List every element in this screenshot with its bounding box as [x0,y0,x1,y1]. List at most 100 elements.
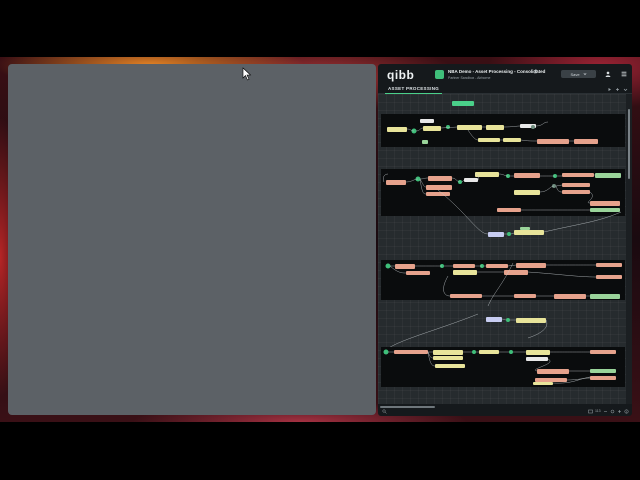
tab-list-icon[interactable] [623,87,628,92]
chevron-down-icon[interactable] [583,72,587,76]
flow-node[interactable] [590,369,616,373]
search-icon[interactable] [382,409,387,414]
switch-node[interactable] [507,232,511,236]
flow-badge-icon [435,70,444,79]
flow-node[interactable] [537,139,569,144]
flow-node[interactable] [450,294,482,298]
flow-node[interactable] [395,264,415,269]
flow-subtitle: Partner Sandbox - Airborne [448,76,491,80]
config-node[interactable] [452,101,474,106]
app-logo[interactable]: qibb [387,68,415,82]
flow-node[interactable] [394,350,428,354]
tab-bar: ASSET PROCESSING [378,84,632,94]
flow-node[interactable] [453,270,477,275]
flow-node[interactable] [453,264,475,268]
flow-node[interactable] [457,125,482,130]
flow-node[interactable] [590,376,616,380]
flow-node[interactable] [464,178,478,182]
flow-node[interactable] [514,294,536,298]
external-link-icon[interactable] [533,69,538,74]
link-node[interactable] [488,232,504,237]
flow-node[interactable] [423,126,441,131]
link-node[interactable] [486,317,502,322]
zoom-level: 113 [595,409,601,413]
flow-diagram[interactable] [378,94,626,404]
hamburger-menu-icon[interactable] [621,71,627,77]
zoom-reset-icon[interactable] [610,409,615,414]
flow-node[interactable] [478,138,500,142]
flow-node[interactable] [433,356,463,360]
flow-node[interactable] [514,190,540,195]
flow-node[interactable] [590,350,616,354]
flow-node[interactable] [516,263,546,268]
flow-wires [385,313,548,351]
save-button-label: Save [570,71,580,77]
flow-node[interactable] [590,294,620,299]
flow-node[interactable] [562,183,590,187]
flow-node[interactable] [497,208,521,212]
flow-node[interactable] [426,185,452,190]
navigator-icon[interactable] [588,409,593,414]
flow-node[interactable] [516,318,546,323]
flow-node[interactable] [422,140,428,144]
flow-node[interactable] [533,382,553,385]
blank-window[interactable] [8,64,376,415]
add-tab-icon[interactable] [615,87,620,92]
flow-node[interactable] [520,227,530,230]
flow-node[interactable] [486,264,508,268]
flow-node[interactable] [426,192,450,196]
flow-node[interactable] [596,263,622,267]
arrow-cursor-icon [242,67,252,81]
user-icon[interactable] [605,71,611,77]
flow-node[interactable] [574,139,598,144]
flow-node[interactable] [387,127,407,132]
flow-node[interactable] [420,119,434,123]
flow-editor-window: qibb NBA Demo - Asset Processing - Conso… [378,64,632,416]
tab-asset-processing[interactable]: ASSET PROCESSING [385,85,443,94]
flow-node[interactable] [475,172,499,177]
flow-node[interactable] [562,173,594,177]
save-button[interactable]: Save [561,70,596,78]
flow-node[interactable] [535,378,567,382]
switch-node[interactable] [446,125,450,129]
flow-node[interactable] [514,230,544,235]
switch-node[interactable] [506,318,510,322]
zoom-out-icon[interactable] [603,409,608,414]
flow-node[interactable] [537,369,569,374]
flow-node[interactable] [486,125,504,130]
horizontal-scroll-thumb[interactable] [380,406,435,408]
flow-node[interactable] [386,180,406,185]
app-header: qibb NBA Demo - Asset Processing - Conso… [378,64,632,84]
flow-node[interactable] [596,275,622,279]
flow-node[interactable] [595,173,621,178]
flow-node[interactable] [406,271,430,275]
flow-node[interactable] [526,350,550,355]
flow-title: NBA Demo - Asset Processing - Consolidat… [448,69,546,74]
flow-wires [437,189,622,235]
play-icon[interactable] [607,87,612,92]
switch-node[interactable] [383,349,389,355]
info-icon[interactable] [624,409,629,414]
flow-canvas[interactable] [378,94,626,404]
flow-node[interactable] [590,201,620,206]
flow-node[interactable] [514,173,540,178]
flow-node[interactable] [479,350,499,354]
flow-node[interactable] [554,294,586,299]
switch-node[interactable] [509,350,513,354]
vertical-scrollbar[interactable] [626,94,632,404]
flow-node[interactable] [435,364,465,368]
flow-node[interactable] [428,176,452,181]
flow-node[interactable] [503,138,521,142]
zoom-in-icon[interactable] [617,409,622,414]
switch-node[interactable] [472,350,476,354]
switch-node[interactable] [531,125,535,129]
flow-node[interactable] [504,270,528,275]
vertical-scroll-thumb[interactable] [628,109,630,179]
switch-node[interactable] [385,263,391,269]
flow-node[interactable] [590,208,620,212]
flow-node[interactable] [433,350,463,355]
flow-node[interactable] [526,357,548,361]
flow-wires [406,121,574,142]
flow-wires [383,173,595,211]
flow-node[interactable] [562,190,590,194]
